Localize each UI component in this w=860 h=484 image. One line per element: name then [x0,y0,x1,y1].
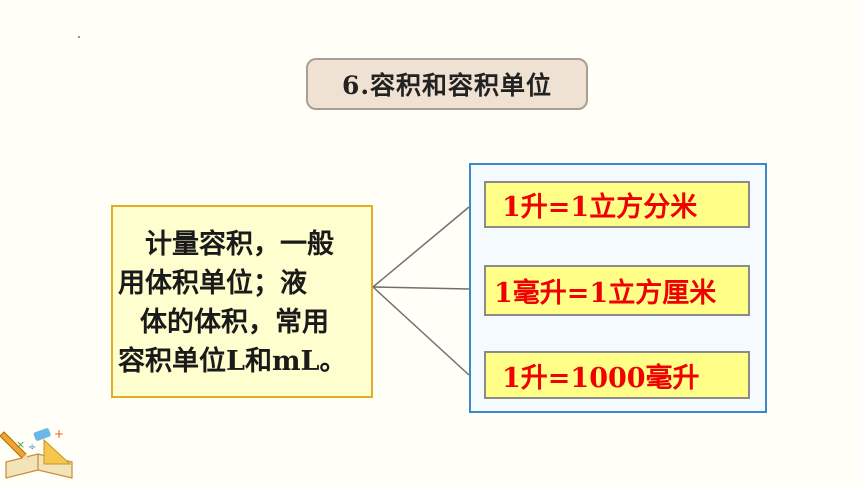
connector-line-bottom [372,286,470,376]
page-title: 6.容积和容积单位 [306,58,588,110]
formula-box: 1升=1立方分米 [484,181,750,228]
svg-text:÷: ÷ [28,442,36,453]
description-line: 容积单位L和mL。 [118,346,347,377]
formula-text: 1升=1000毫升 [502,362,700,394]
description-line: 体的体积，常用 [140,307,329,338]
formula-text: 1毫升=1立方厘米 [494,278,717,309]
formula-box: 1升=1000毫升 [484,351,750,399]
description-box: 计量容积，一般 用体积单位；液 体的体积，常用 容积单位L和mL。 [111,205,373,398]
connector-line-top [372,206,470,288]
decorative-dot [78,36,80,38]
description-line: 计量容积，一般 [145,229,334,260]
connector-line-middle [372,286,470,290]
stationery-clipart-icon: × + ÷ [0,427,73,479]
formula-panel: 1升=1立方分米 1毫升=1立方厘米 1升=1000毫升 [469,163,767,413]
formula-box: 1毫升=1立方厘米 [484,265,750,316]
svg-text:+: + [54,427,64,441]
description-line: 用体积单位；液 [118,268,307,299]
svg-text:×: × [16,438,25,451]
formula-text: 1升=1立方分米 [502,192,698,223]
